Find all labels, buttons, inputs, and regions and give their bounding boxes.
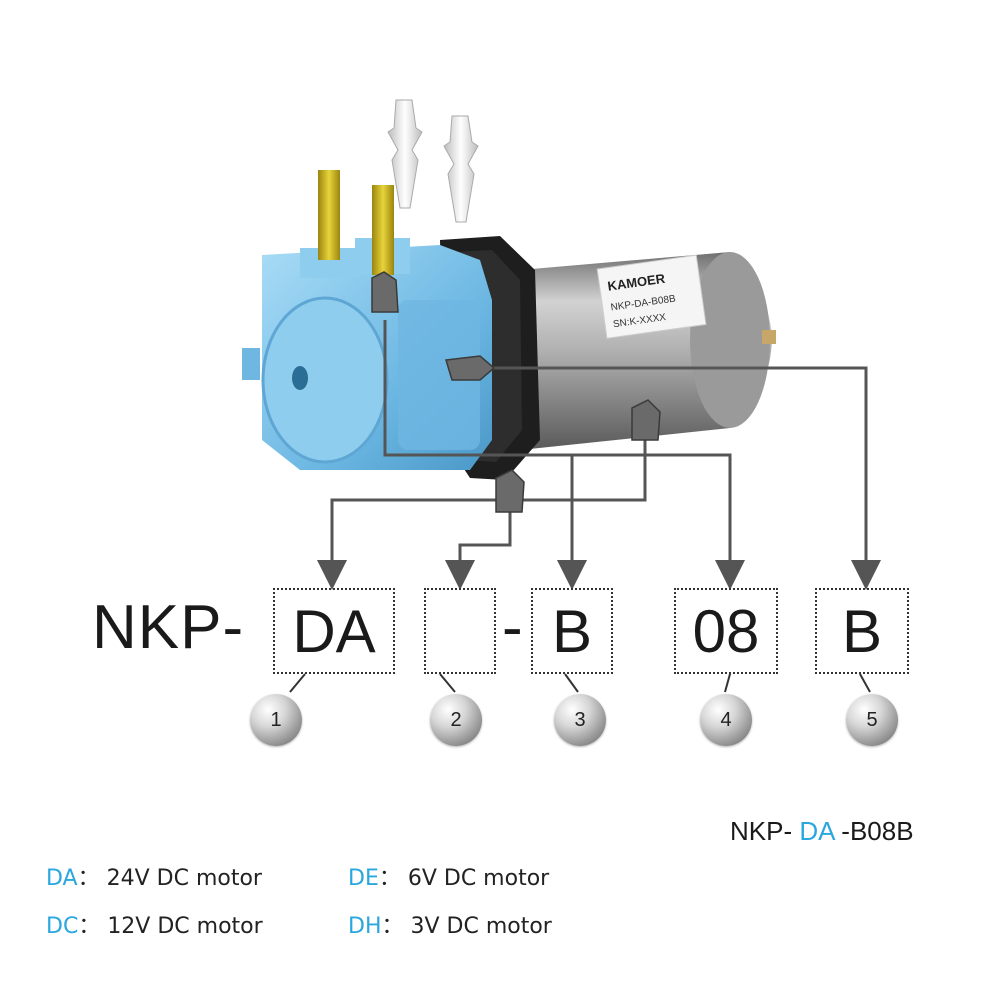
legend-desc: 24V DC motor bbox=[106, 866, 262, 891]
badge-5: 5 bbox=[846, 694, 898, 746]
motor-label: KAMOER NKP-DA-B08B SN:K-XXXX bbox=[596, 254, 707, 339]
slot-5-box: B bbox=[815, 588, 909, 674]
badge-4: 4 bbox=[700, 694, 752, 746]
example-model: NKP- DA -B08B bbox=[730, 816, 914, 847]
legend-code: DC bbox=[46, 914, 79, 939]
connector-2 bbox=[445, 510, 512, 590]
badge-1: 1 bbox=[250, 694, 302, 746]
code-prefix: NKP- bbox=[92, 593, 245, 662]
slot-4-box: 08 bbox=[674, 588, 778, 674]
legend-item-dh: DH： 3V DC motor bbox=[348, 914, 552, 939]
motor: KAMOER NKP-DA-B08B SN:K-XXXX bbox=[520, 252, 776, 450]
pointer-hands bbox=[371, 271, 661, 513]
slot-2-box bbox=[424, 588, 496, 674]
example-highlight: DA bbox=[799, 816, 835, 846]
legend-desc: 6V DC motor bbox=[407, 866, 550, 891]
pump-head bbox=[242, 238, 492, 470]
legend-item-dc: DC： 12V DC motor bbox=[46, 914, 263, 939]
badge-3: 3 bbox=[554, 694, 606, 746]
hand-icon bbox=[371, 271, 399, 313]
connector-5 bbox=[490, 366, 881, 590]
connector-1 bbox=[317, 435, 647, 590]
legend-code: DE bbox=[348, 866, 379, 891]
legend-desc: 3V DC motor bbox=[410, 914, 552, 939]
connector-4 bbox=[383, 320, 745, 590]
slot-1-box: DA bbox=[273, 588, 395, 674]
motor-terminal bbox=[762, 330, 776, 344]
code-separator: - bbox=[502, 593, 523, 662]
connector-3 bbox=[520, 453, 587, 590]
legend-code: DA bbox=[46, 866, 78, 891]
hand-icon bbox=[495, 469, 525, 513]
connector-lines bbox=[317, 320, 881, 590]
legend-code: DH bbox=[348, 914, 382, 939]
hand-icon bbox=[445, 355, 496, 381]
badge-2: 2 bbox=[430, 694, 482, 746]
slot-3-box: B bbox=[531, 588, 613, 674]
legend-item-de: DE： 6V DC motor bbox=[348, 866, 550, 891]
legend-item-da: DA： 24V DC motor bbox=[46, 866, 262, 891]
tubes bbox=[318, 170, 394, 275]
hose-fittings bbox=[387, 99, 479, 223]
shaft-hole bbox=[292, 366, 308, 390]
hand-icon bbox=[631, 399, 661, 441]
legend-desc: 12V DC motor bbox=[107, 914, 263, 939]
badge-leaders bbox=[289, 673, 871, 693]
example-prefix: NKP- bbox=[730, 816, 793, 846]
example-suffix: -B08B bbox=[841, 816, 914, 846]
